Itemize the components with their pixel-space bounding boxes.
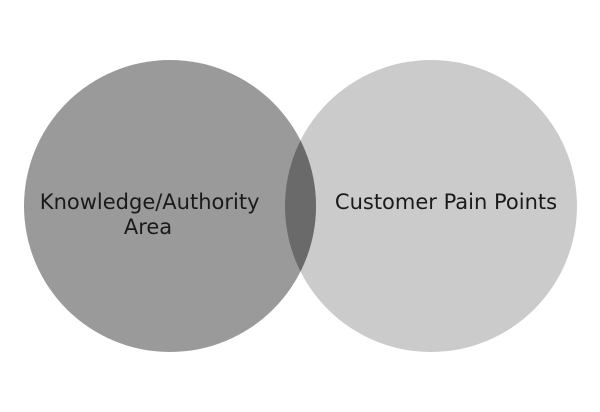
venn-label-knowledge-authority-area: Knowledge/Authority Area <box>40 190 266 239</box>
venn-label-line: Knowledge/Authority <box>40 190 260 214</box>
venn-circle-customer-pain-points <box>285 60 577 352</box>
venn-label-line: Customer Pain Points <box>335 190 557 214</box>
venn-circle-knowledge-authority-area <box>24 60 316 352</box>
venn-label-line: Area <box>124 215 172 239</box>
venn-label-customer-pain-points: Customer Pain Points <box>335 190 557 214</box>
